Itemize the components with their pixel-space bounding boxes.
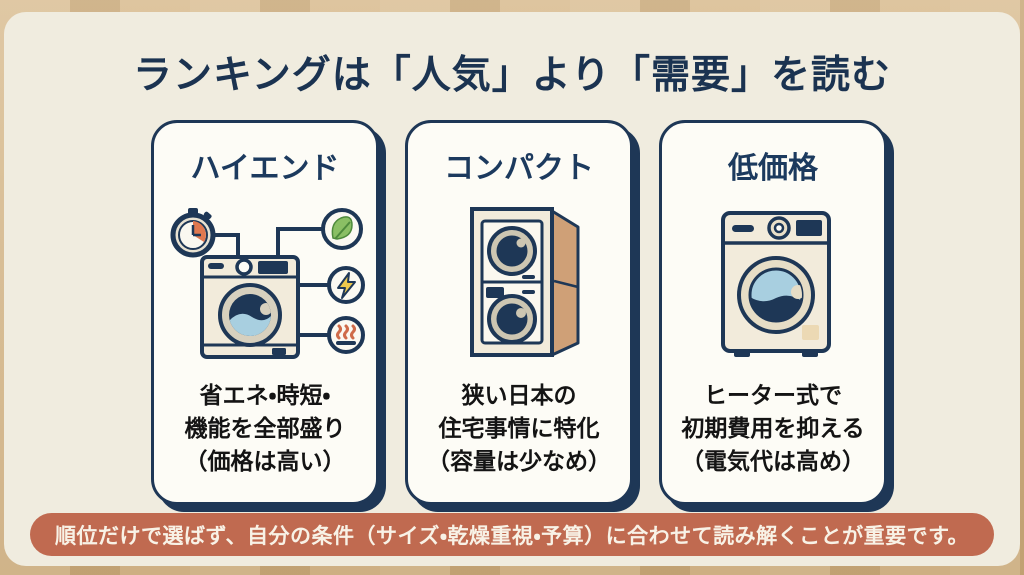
card-highend-title: ハイエンド [190,152,340,185]
compact-washer-illustration [414,197,624,369]
lightning-icon [327,266,365,304]
leaf-icon [321,208,363,250]
desc-line: 省エネ・時短・ [199,382,331,408]
card-compact-description: 狭い日本の 住宅事情に特化 （容量は少なめ） [427,379,611,478]
footer-note-banner: 順位だけで選ばず、自分の条件（サイズ・乾燥重視・予算）に合わせて読み解くことが重… [30,513,994,556]
desc-line: （価格は高い） [184,448,346,474]
card-budget-title: 低価格 [728,152,818,185]
card-row: ハイエンド [151,120,887,505]
desc-line: 初期費用を抑える [681,415,865,441]
content-panel: ランキングは「人気」より「需要」を読む ハイエンド [4,12,1020,566]
footer-note-text: 順位だけで選ばず、自分の条件（サイズ・乾燥重視・予算）に合わせて読み解くことが重… [54,524,970,548]
highend-washer-illustration [160,197,370,369]
desc-line: （容量は少なめ） [427,448,611,474]
stopwatch-icon [170,208,216,258]
basic-washer-body [721,211,831,357]
card-budget: 低価格 [659,120,887,505]
basic-washer-icon [721,211,831,357]
heat-icon [327,316,365,354]
desc-line: （電気代は高め） [681,448,865,474]
desc-line: 住宅事情に特化 [438,415,600,441]
desc-line: ヒーター式で [704,382,842,408]
card-compact: コンパクト [405,120,633,505]
card-highend: ハイエンド [151,120,379,505]
desc-line: 狭い日本の [461,382,577,408]
washer-icon [200,255,300,359]
budget-washer-illustration [668,197,878,369]
open-door-panel [550,209,580,357]
stacked-washer-icon [470,207,554,357]
washer-with-features-icon [170,208,365,359]
desc-line: 機能を全部盛り [184,415,346,441]
page-title: ランキングは「人気」より「需要」を読む [132,54,892,97]
card-highend-description: 省エネ・時短・ 機能を全部盛り （価格は高い） [185,379,346,478]
card-compact-title: コンパクト [444,152,594,185]
stacked-washer-dryer-icon [470,207,580,357]
card-budget-description: ヒーター式で 初期費用を抑える （電気代は高め） [681,379,865,478]
